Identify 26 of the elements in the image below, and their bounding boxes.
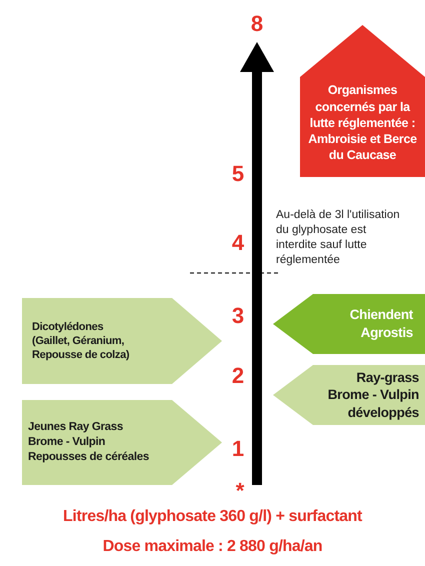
tag-text: (Gaillet, Géranium, Repousse de colza): [32, 334, 130, 362]
tag-text: Dicotylédones: [32, 320, 104, 334]
scale-number: 3: [232, 305, 244, 327]
footer-text: Litres/ha (glyphosate 360 g/l) + surfactant: [62, 508, 364, 526]
tag-text: Jeunes Ray Grass: [28, 420, 123, 436]
arrow-tag: [22, 298, 222, 384]
arrow-tag: [273, 365, 425, 425]
scale-number: 1: [232, 438, 244, 460]
scale-number: 4: [232, 232, 244, 254]
tag-text: Brome - Vulpin: [28, 435, 106, 450]
tag-text: développés: [348, 404, 419, 422]
tag-text: Agrostis: [360, 324, 413, 342]
tag-text: Repousses de céréales: [28, 450, 149, 465]
scale-number: 2: [232, 365, 244, 387]
arrow-tag: [22, 400, 222, 485]
footer-text: Dose maximale : 2 880 g/ha/an: [102, 538, 324, 556]
scale-number: *: [236, 480, 244, 502]
scale-number: 5: [232, 163, 244, 185]
arrow-tag: [300, 25, 425, 177]
tag-text: Chiendent: [350, 306, 413, 324]
tag-text: Brome - Vulpin: [328, 386, 419, 404]
tag-text: Ray-grass: [356, 368, 419, 386]
scale-number: 8: [250, 13, 264, 35]
note-text: Au-delà de 3l l'utilisation du glyphosate est interdite sauf lutte réglementée: [276, 208, 401, 268]
arrow-tag: [273, 294, 425, 354]
tag-text: Organismes concernés par la lutte réglementée : Ambroisie et Berce du Caucase: [308, 82, 417, 164]
